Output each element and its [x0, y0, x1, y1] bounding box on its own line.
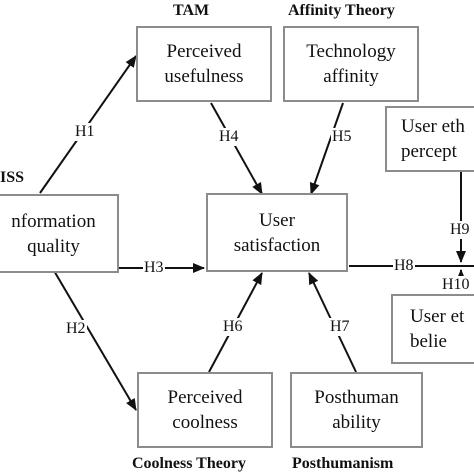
theory-label-tam: TAM [173, 2, 210, 19]
label-perceived-usefulness: Perceived usefulness [164, 41, 244, 87]
box-technology-affinity: Technology affinity [283, 26, 419, 102]
box-posthuman-ability: Posthuman ability [290, 372, 423, 448]
edge-h5 [309, 102, 344, 195]
label-posthuman-ability: Posthuman ability [314, 387, 399, 433]
hypothesis-label-h6: H6 [222, 318, 244, 336]
hypothesis-label-h8: H8 [393, 257, 415, 275]
hypothesis-label-h2: H2 [65, 320, 87, 338]
hypothesis-label-h10: H10 [441, 276, 471, 294]
theory-label-iss: ISS [0, 169, 25, 186]
hypothesis-label-h3: H3 [143, 259, 165, 277]
hypothesis-label-h5: H5 [331, 128, 353, 146]
label-user-ethical-perception: User eth percept [401, 116, 465, 162]
label-information-quality: nformation quality [11, 210, 96, 257]
box-user-satisfaction: User satisfaction [206, 193, 348, 272]
hypothesis-label-h7: H7 [329, 318, 351, 336]
hypothesis-label-h9: H9 [449, 221, 471, 239]
edge-h4 [210, 102, 263, 195]
box-user-ethical-belief: User et belie [391, 294, 474, 364]
box-user-ethical-perception: User eth percept [385, 106, 474, 172]
label-technology-affinity: Technology affinity [306, 41, 396, 87]
theory-label-coolness: Coolness Theory [132, 455, 246, 472]
label-user-ethical-belief: User et belie [410, 306, 465, 352]
box-perceived-coolness: Perceived coolness [137, 372, 273, 448]
theory-label-affinity: Affinity Theory [288, 2, 395, 19]
hypothesis-label-h4: H4 [218, 128, 240, 146]
hypothesis-label-h1: H1 [74, 123, 96, 141]
edge-h2 [39, 246, 137, 411]
box-information-quality: nformation quality [0, 194, 119, 273]
theory-label-posthumanism: Posthumanism [292, 455, 394, 472]
box-perceived-usefulness: Perceived usefulness [136, 26, 272, 102]
label-user-satisfaction: User satisfaction [233, 209, 321, 256]
label-perceived-coolness: Perceived coolness [167, 387, 243, 433]
